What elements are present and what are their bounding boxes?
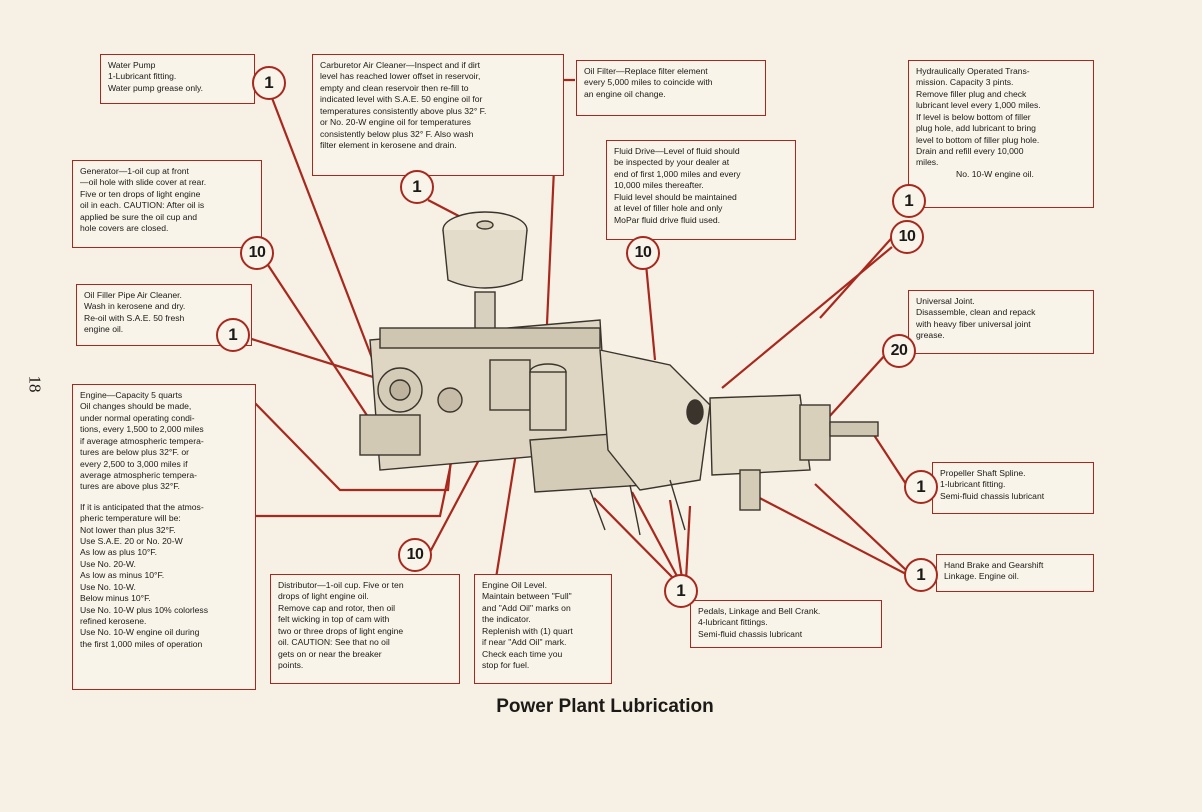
page-title: Power Plant Lubrication (496, 696, 714, 717)
leader-pedals-1 (593, 497, 676, 581)
badge-pedals: 1 (664, 574, 698, 608)
leader-water-pump (270, 97, 374, 359)
callout-water-pump: Water Pump 1-Lubricant fitting. Water pu… (100, 54, 255, 104)
badge-water-pump: 1 (252, 66, 286, 100)
callout-oil-filter: Oil Filter—Replace filter element every … (576, 60, 766, 116)
badge-generator: 10 (240, 236, 274, 270)
callout-hydraulic-transmission: Hydraulically Operated Trans- mission. C… (908, 60, 1094, 208)
callout-universal-joint: Universal Joint. Disassemble, clean and … (908, 290, 1094, 354)
callout-engine: Engine—Capacity 5 quarts Oil changes sho… (72, 384, 256, 690)
leader-hand-brake-2 (747, 491, 907, 575)
badge-transmission-top: 1 (892, 184, 926, 218)
badge-universal-joint: 20 (882, 334, 916, 368)
callout-propeller-shaft: Propeller Shaft Spline. 1-lubricant fitt… (932, 462, 1094, 514)
callout-engine-oil-level: Engine Oil Level. Maintain between "Full… (474, 574, 612, 684)
leader-pedals-4 (684, 505, 692, 581)
callout-carburetor: Carburetor Air Cleaner—Inspect and if di… (312, 54, 564, 176)
callout-fluid-drive: Fluid Drive—Level of fluid should be ins… (606, 140, 796, 240)
leader-propeller (871, 431, 907, 485)
badge-engine: 10 (398, 538, 432, 572)
leader-transmission-2 (721, 246, 893, 389)
leader-pedals-2 (631, 491, 679, 579)
leader-generator (265, 261, 371, 421)
badge-propeller-shaft: 1 (904, 470, 938, 504)
badge-hand-brake: 1 (904, 558, 938, 592)
badge-fluid-drive: 10 (626, 236, 660, 270)
page-number: 18 (25, 375, 45, 393)
leader-hand-brake (814, 483, 907, 571)
callout-hand-brake: Hand Brake and Gearshift Linkage. Engine… (936, 554, 1094, 592)
badge-transmission-bottom: 10 (890, 220, 924, 254)
callout-generator: Generator—1-oil cup at front —oil hole w… (72, 160, 262, 248)
callout-pedals: Pedals, Linkage and Bell Crank. 4-lubric… (690, 600, 882, 648)
engine-illustration (359, 211, 879, 536)
badge-carburetor: 1 (400, 170, 434, 204)
leader-universal (827, 353, 887, 419)
callout-distributor: Distributor—1-oil cup. Five or ten drops… (270, 574, 460, 684)
badge-oil-filler: 1 (216, 318, 250, 352)
leader-pedals-3 (668, 499, 684, 579)
